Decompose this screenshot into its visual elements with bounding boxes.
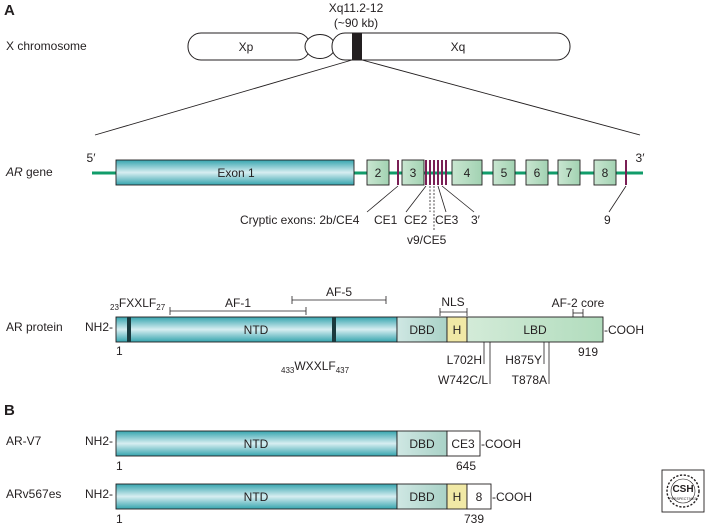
gene-3prime: 3′: [636, 151, 646, 165]
arv7-dbd: [396, 430, 448, 457]
arv7-ce3: [446, 430, 481, 457]
exon-2-label: 2: [375, 166, 382, 180]
panel-label-a: A: [4, 2, 15, 19]
cryptic-prefix: Cryptic exons: 2b/CE4: [240, 213, 360, 227]
exon-5-label: 5: [501, 166, 508, 180]
arv567-cooh: -COOH: [492, 490, 532, 504]
mutation-h875y: H875Y: [505, 353, 542, 367]
cryptic-v9: v9/CE5: [407, 233, 447, 247]
fxxlf-mark: [127, 317, 131, 342]
wxxlf-motif: 433WXXLF437: [281, 359, 350, 375]
zoom-line-left: [94, 59, 353, 136]
chromosome-label: X chromosome: [6, 39, 87, 53]
arv7-dbd-label: DBD: [409, 437, 435, 451]
protein-hinge-label: H: [453, 323, 462, 337]
exon-3: [401, 159, 425, 186]
cryptic-ce2: CE2: [404, 213, 428, 227]
protein-lbd-label: LBD: [523, 323, 547, 337]
gene-5prime: 5′: [87, 151, 97, 165]
mutation-l702h: L702H: [447, 353, 482, 367]
exon-8: [593, 159, 617, 186]
arv567-exon8-label: 8: [476, 490, 483, 504]
mutation-pointers: [483, 342, 550, 384]
mutation-w742cl: W742C/L: [438, 373, 488, 387]
cryptic-pointers: [366, 185, 627, 230]
ar-locus-band: [352, 33, 362, 60]
arv7-ntd-label: NTD: [244, 437, 269, 451]
arm-q-label: Xq: [451, 40, 466, 54]
cryptic-exon-marks: [397, 160, 627, 185]
protein-ntd: [115, 316, 398, 343]
exon-7-label: 7: [566, 166, 573, 180]
exon-6: [525, 159, 549, 186]
exon-1: [115, 159, 355, 186]
locus-size: (~90 kb): [334, 16, 378, 30]
protein-cooh: -COOH: [604, 323, 644, 337]
cryptic-3prime: 3′: [471, 213, 481, 227]
csh-perspectives-logo: CSH PERSPECTIVES: [661, 469, 705, 513]
cryptic-ce3: CE3: [435, 213, 459, 227]
protein-dbd: [396, 316, 448, 343]
arv7-ce3-label: CE3: [451, 437, 475, 451]
arv567-start: 1: [116, 512, 123, 525]
af1-label: AF-1: [225, 296, 251, 310]
arv567-label: ARv567es: [6, 487, 61, 501]
exon-boxes: [366, 159, 617, 186]
arv567-hinge-label: H: [453, 490, 462, 504]
exon-9-label: 9: [604, 213, 611, 227]
exon-7: [557, 159, 581, 186]
arv567-dbd-label: DBD: [409, 490, 435, 504]
exon-4-label: 4: [464, 166, 471, 180]
nls-label: NLS: [441, 295, 464, 309]
arv7-cooh: -COOH: [481, 437, 521, 451]
protein-label: AR protein: [6, 320, 63, 334]
protein-lbd: [466, 316, 604, 343]
arv567-ntd-label: NTD: [244, 490, 269, 504]
af5-label: AF-5: [326, 285, 352, 299]
arv7-start: 1: [116, 459, 123, 473]
arv7-ntd: [115, 430, 398, 457]
arv567-exon8: [466, 483, 492, 510]
protein-dbd-label: DBD: [409, 323, 435, 337]
arv567-ntd: [115, 483, 398, 510]
arv567-nh2: NH2-: [85, 487, 113, 501]
protein-start: 1: [116, 344, 123, 358]
arv7-label: AR-V7: [6, 434, 42, 448]
af2-label: AF-2 core: [552, 296, 605, 310]
x-chromosome: [187, 32, 571, 61]
exon-8-label: 8: [602, 166, 609, 180]
protein-nh2: NH2-: [85, 320, 113, 334]
fxxlf-motif: 23FXXLF27: [110, 296, 166, 312]
logo-subtext: PERSPECTIVES: [669, 497, 697, 501]
exon-2: [366, 159, 390, 186]
zoom-line-right: [361, 59, 641, 136]
panel-label-b: B: [4, 402, 15, 419]
locus-label: Xq11.2-12: [329, 1, 384, 15]
exon-6-label: 6: [534, 166, 541, 180]
arv7-nh2: NH2-: [85, 434, 113, 448]
cryptic-ce1: CE1: [374, 213, 398, 227]
arv567-end: 739: [464, 512, 484, 525]
protein-ntd-label: NTD: [244, 323, 269, 337]
mutation-t878a: T878A: [512, 373, 547, 387]
logo-text: CSH: [672, 484, 693, 495]
gene-label: AR gene: [5, 165, 53, 179]
arm-p-label: Xp: [239, 40, 254, 54]
domain-brackets: [169, 296, 584, 317]
exon-4: [451, 159, 483, 186]
protein-end: 919: [578, 345, 598, 359]
exon-1-label: Exon 1: [217, 166, 255, 180]
arv7-end: 645: [456, 459, 476, 473]
exon-5: [492, 159, 516, 186]
wxxlf-mark: [332, 317, 336, 342]
exon-3-label: 3: [410, 166, 417, 180]
